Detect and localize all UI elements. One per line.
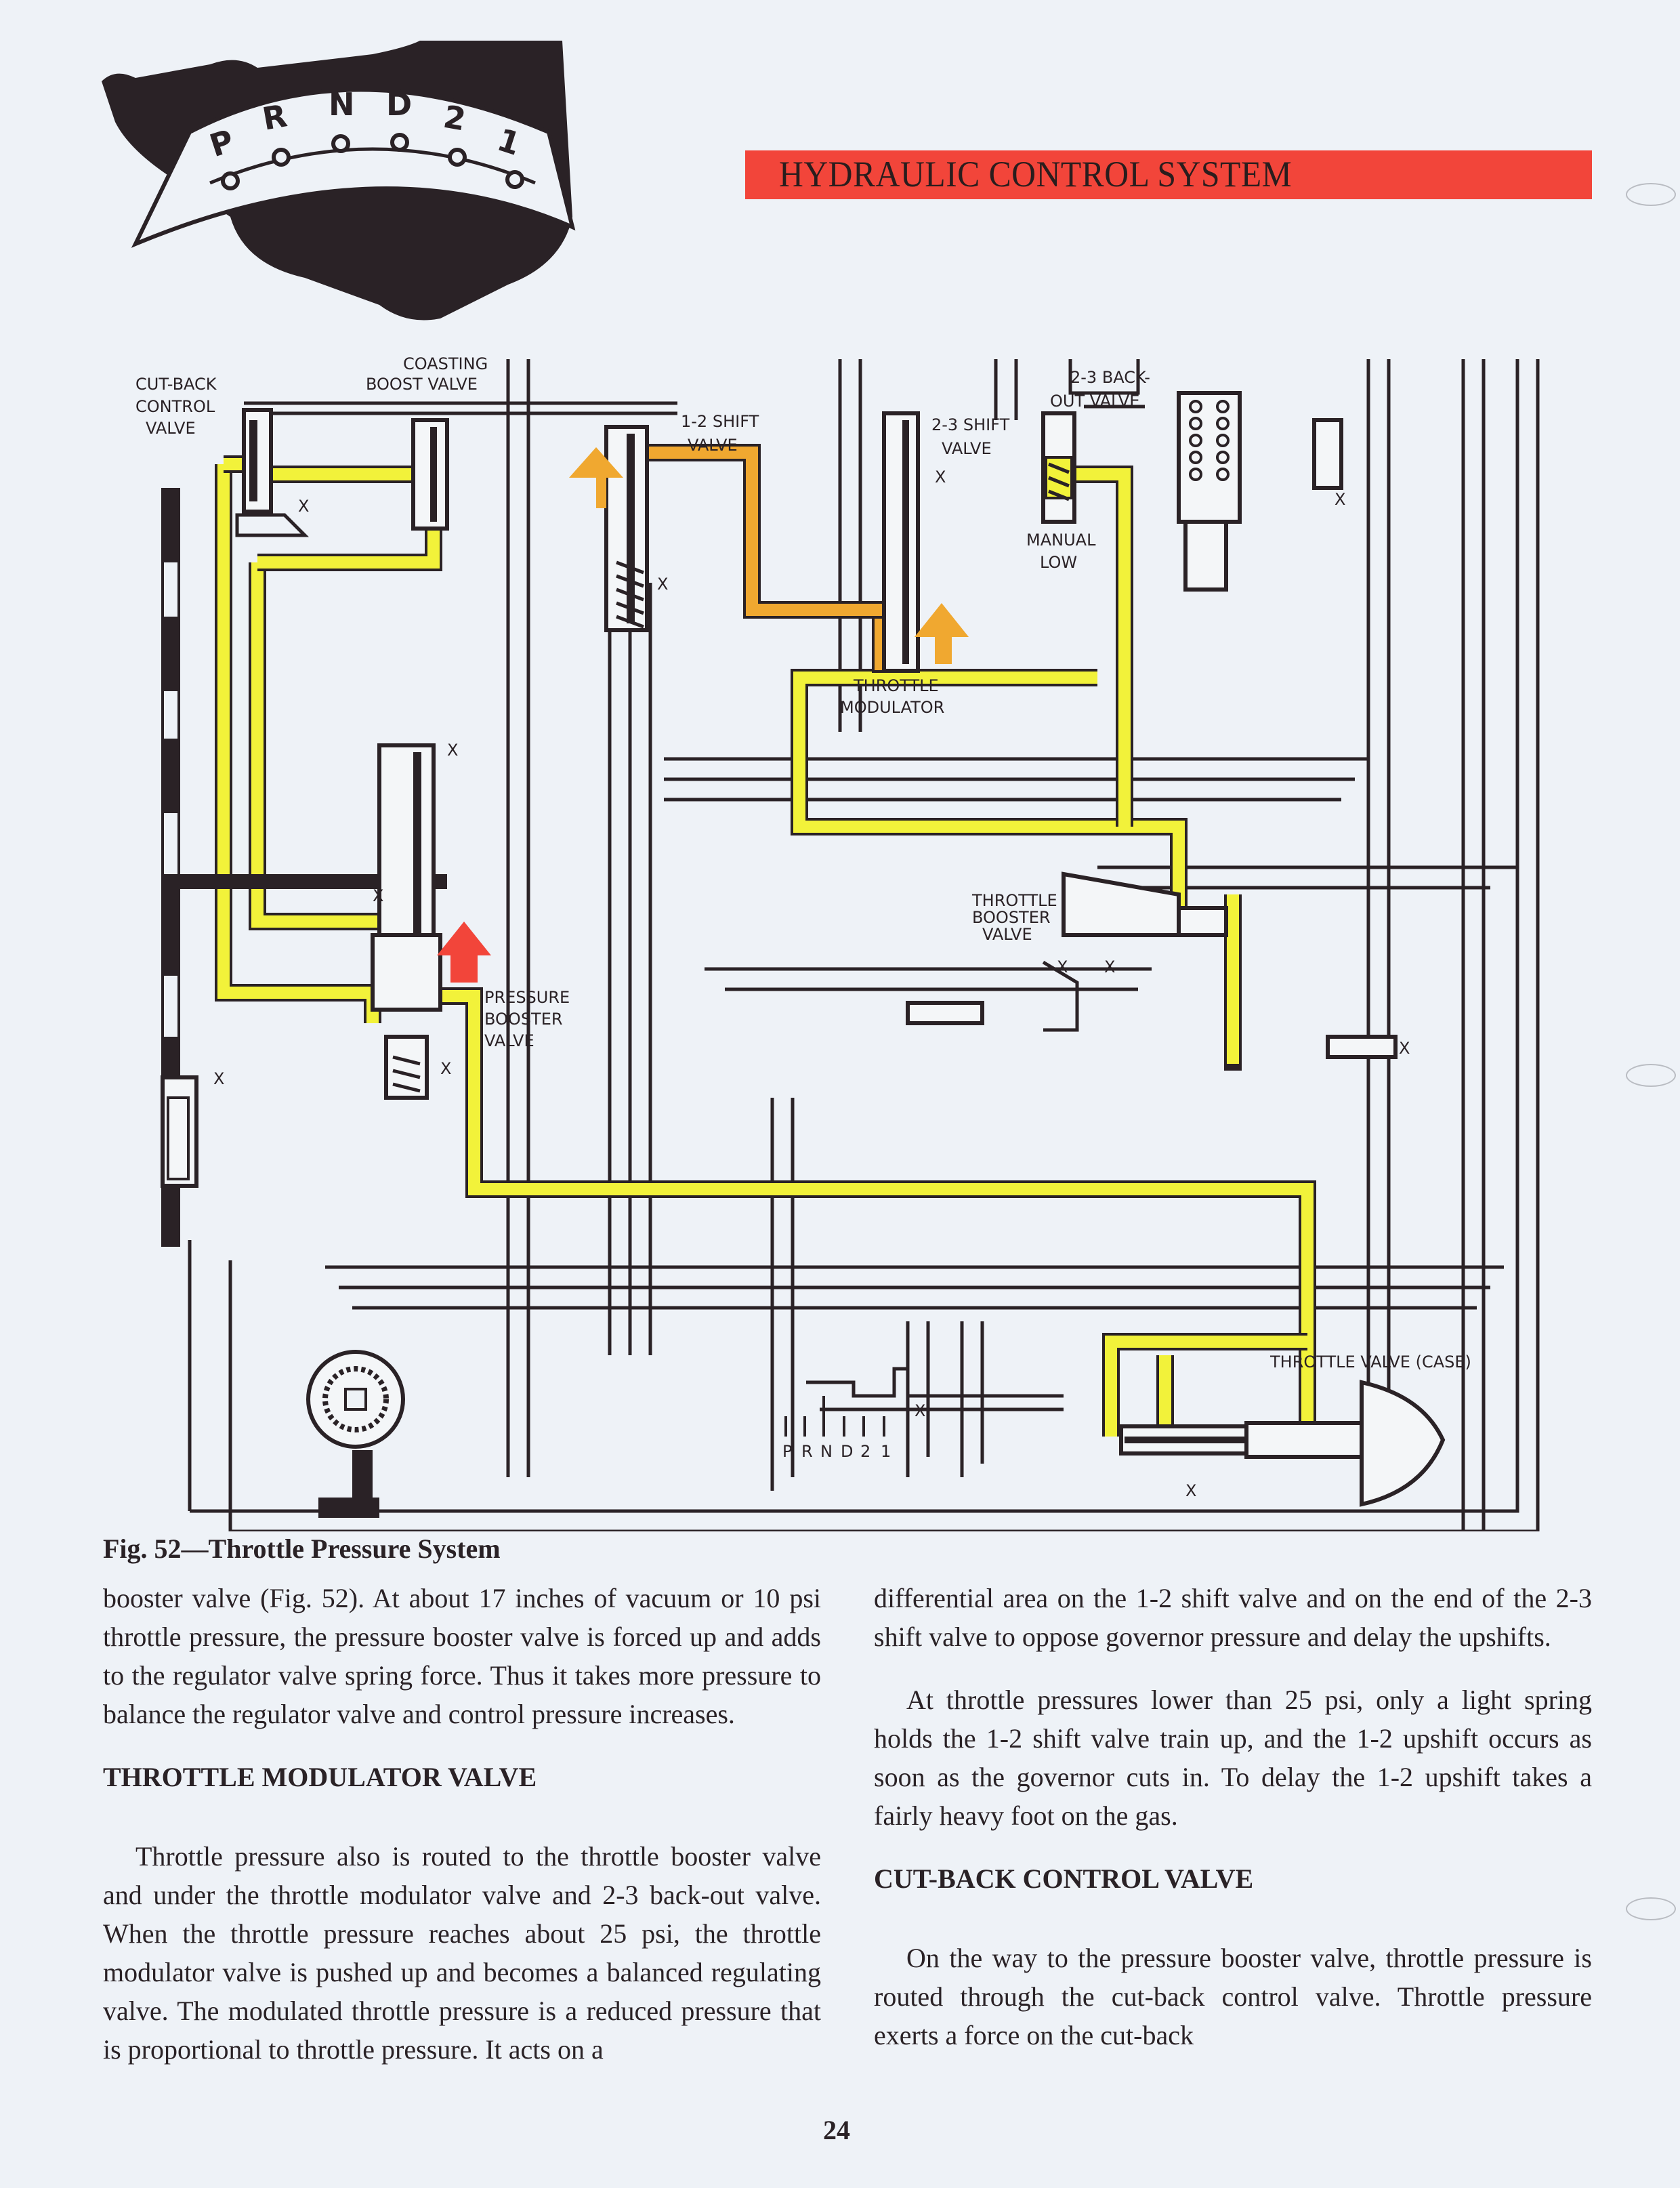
selector-letter: P <box>782 1442 792 1461</box>
paragraph: Throttle pressure also is routed to the … <box>103 1841 821 2065</box>
exhaust-mark: X <box>935 468 946 487</box>
label-throttle-modulator: THROTTLE <box>853 676 939 695</box>
small-relief-valve <box>906 960 1079 1032</box>
arrow-up-icon <box>569 447 623 508</box>
right-column: differential area on the 1-2 shift valve… <box>874 1579 1592 2079</box>
governor-gear <box>306 1350 405 1518</box>
label-throttle-modulator: MODULATOR <box>840 698 944 717</box>
shift-2-3-valve <box>882 411 920 673</box>
cutback-control-valve <box>235 408 310 537</box>
gear-letter: D <box>386 86 412 123</box>
selector-letter: N <box>820 1442 833 1461</box>
label-2-3-backout-valve: 2-3 BACK- <box>1070 368 1150 387</box>
exhaust-mark: X <box>657 575 668 594</box>
exhaust-mark: X <box>1104 957 1115 976</box>
quadrant-track <box>209 147 536 185</box>
exhaust-mark: X <box>1335 490 1345 509</box>
throttle-booster-valve <box>1062 871 1228 937</box>
throttle-pressure-schematic: CUT-BACK CONTROL VALVE COASTING BOOST VA… <box>135 354 1540 1531</box>
exhaust-mark: X <box>447 741 458 760</box>
label-throttle-booster-valve: VALVE <box>982 925 1032 944</box>
detent-valve <box>1326 1035 1398 1059</box>
left-column: booster valve (Fig. 52). At about 17 inc… <box>103 1579 821 2093</box>
label-2-3-shift-valve: VALVE <box>942 439 992 458</box>
label-coasting-boost-valve: COASTING <box>403 354 488 373</box>
shift-1-2-valve <box>604 425 649 632</box>
paragraph: At throttle pressures lower than 25 psi,… <box>874 1685 1592 1831</box>
label-1-2-shift-valve: 1-2 SHIFT <box>681 412 759 431</box>
accumulator-valve <box>1177 391 1343 592</box>
label-2-3-shift-valve: 2-3 SHIFT <box>931 415 1010 434</box>
exhaust-mark: X <box>440 1059 451 1078</box>
label-coasting-boost-valve: BOOST VALVE <box>366 375 478 394</box>
exhaust-mark: X <box>298 497 309 516</box>
cutback-valve-lower <box>161 1075 198 1188</box>
exhaust-mark: X <box>1057 957 1068 976</box>
gear-letter: N <box>329 86 355 123</box>
flow-arrows <box>437 447 969 983</box>
selector-letter: D <box>841 1442 853 1461</box>
manual-valve <box>806 1367 1064 1411</box>
section-banner <box>745 150 1592 199</box>
exhaust-mark: X <box>1185 1481 1196 1500</box>
prnd21-logo: P R N D 2 1 <box>102 41 576 321</box>
exhaust-mark: X <box>213 1069 224 1088</box>
gear-detents <box>221 133 524 190</box>
throttle-valve-case <box>1119 1380 1446 1507</box>
label-manual-low: LOW <box>1040 553 1077 572</box>
binder-hole <box>1626 1064 1676 1087</box>
exhaust-mark: X <box>1399 1039 1410 1058</box>
label-cutback-control-valve: VALVE <box>146 419 196 438</box>
selector-letter: 1 <box>881 1442 891 1461</box>
gear-quadrant-plate <box>131 87 576 248</box>
paragraph: On the way to the pressure booster valve… <box>874 1943 1592 2050</box>
exhaust-mark: X <box>373 886 383 905</box>
coasting-boost-valve <box>411 418 449 531</box>
binder-hole <box>1626 183 1676 206</box>
label-pressure-booster-valve: PRESSURE <box>484 988 570 1007</box>
backout-2-3-valve <box>1041 411 1076 524</box>
exhaust-mark: X <box>915 1401 925 1420</box>
section-title: HYDRAULIC CONTROL SYSTEM <box>779 154 1293 194</box>
label-cutback-control-valve: CUT-BACK <box>135 375 217 394</box>
paragraph: differential area on the 1-2 shift valve… <box>874 1583 1592 1652</box>
modulated-throttle-passages <box>616 444 908 673</box>
hydraulic-passages <box>188 359 1540 1531</box>
label-cutback-control-valve: CONTROL <box>135 397 215 416</box>
selector-letter: R <box>801 1442 813 1461</box>
label-throttle-booster-valve: BOOSTER <box>972 908 1051 927</box>
paragraph: booster valve (Fig. 52). At about 17 inc… <box>103 1583 821 1729</box>
arrow-up-icon <box>437 922 491 983</box>
section-heading: THROTTLE MODULATOR VALVE <box>103 1762 537 1792</box>
binder-hole <box>1626 1897 1676 1920</box>
label-2-3-backout-valve: OUT VALVE <box>1050 392 1139 411</box>
label-1-2-shift-valve: VALVE <box>688 436 738 455</box>
page-number: 24 <box>823 2115 850 2145</box>
selector-letter: 2 <box>860 1442 870 1461</box>
label-throttle-valve-case: THROTTLE VALVE (CASE) <box>1269 1353 1471 1371</box>
pressure-booster-valve <box>384 1035 429 1100</box>
label-throttle-booster-valve: THROTTLE <box>971 891 1057 910</box>
label-manual-low: MANUAL <box>1026 531 1096 550</box>
label-pressure-booster-valve: VALVE <box>484 1031 534 1050</box>
manual-selector-marks <box>784 1396 885 1437</box>
label-pressure-booster-valve: BOOSTER <box>484 1010 563 1029</box>
pressure-regulator-valve <box>371 743 442 1012</box>
arrow-up-icon <box>915 603 969 664</box>
section-heading: CUT-BACK CONTROL VALVE <box>874 1863 1254 1894</box>
figure-caption: Fig. 52—Throttle Pressure System <box>103 1533 501 1564</box>
